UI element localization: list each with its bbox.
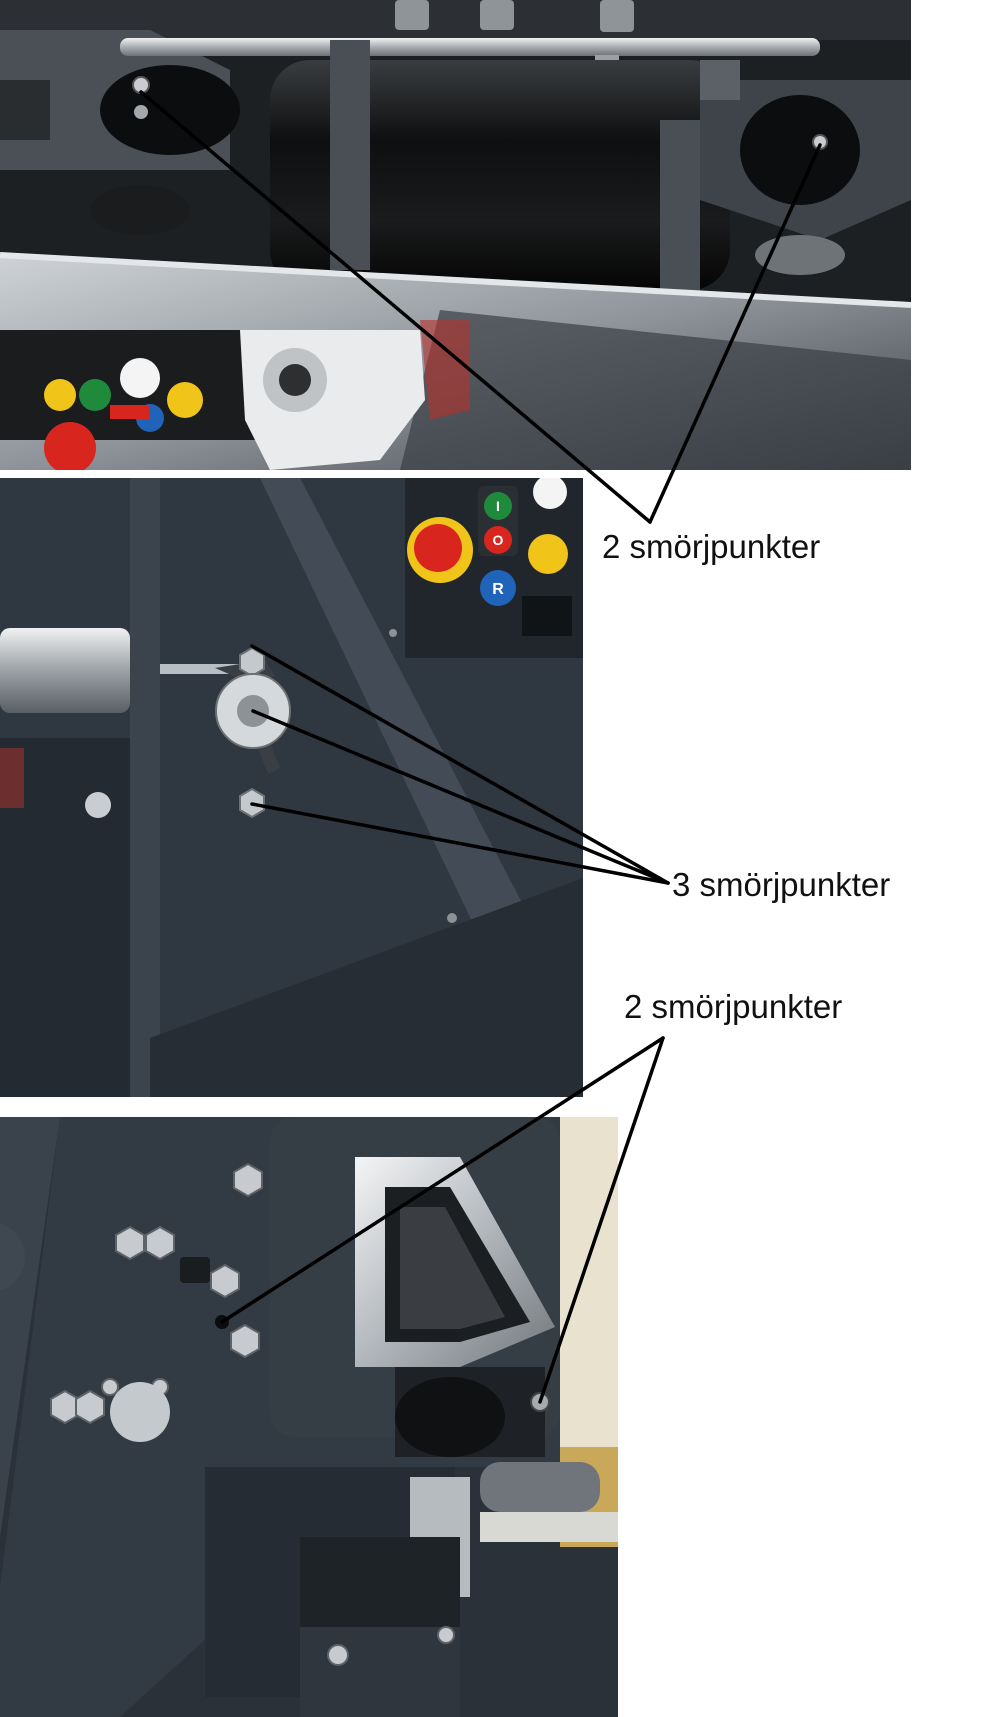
- leader-line-1a: [139, 90, 652, 524]
- leader-line-2c: [250, 802, 670, 885]
- photo-saw-guard: [0, 1117, 618, 1717]
- lubrication-label-bottom: 2 smörjpunkter: [624, 988, 843, 1025]
- leader-line-3b: [538, 1036, 665, 1404]
- control-box: I O R: [405, 478, 583, 658]
- inspection-window: [355, 1157, 555, 1367]
- hex-bolts: [50, 1162, 455, 1666]
- start-button-glyph: I: [496, 498, 500, 514]
- top-fittings: [395, 0, 634, 32]
- lubrication-label-middle: 3 smörjpunkter: [672, 866, 891, 903]
- reset-button-glyph: R: [492, 581, 504, 598]
- control-panel-corner: [0, 330, 260, 470]
- photo-hydraulic-cylinder: [0, 0, 911, 470]
- leader-line-3a: [220, 1036, 665, 1324]
- leader-line-1b: [648, 143, 822, 524]
- lubrication-label-top: 2 smörjpunkter: [602, 528, 821, 565]
- stop-button-glyph: O: [493, 532, 504, 548]
- leader-line-2a: [250, 644, 670, 885]
- photo-side-panel: I O R: [0, 478, 583, 1097]
- leader-line-2b: [251, 709, 670, 885]
